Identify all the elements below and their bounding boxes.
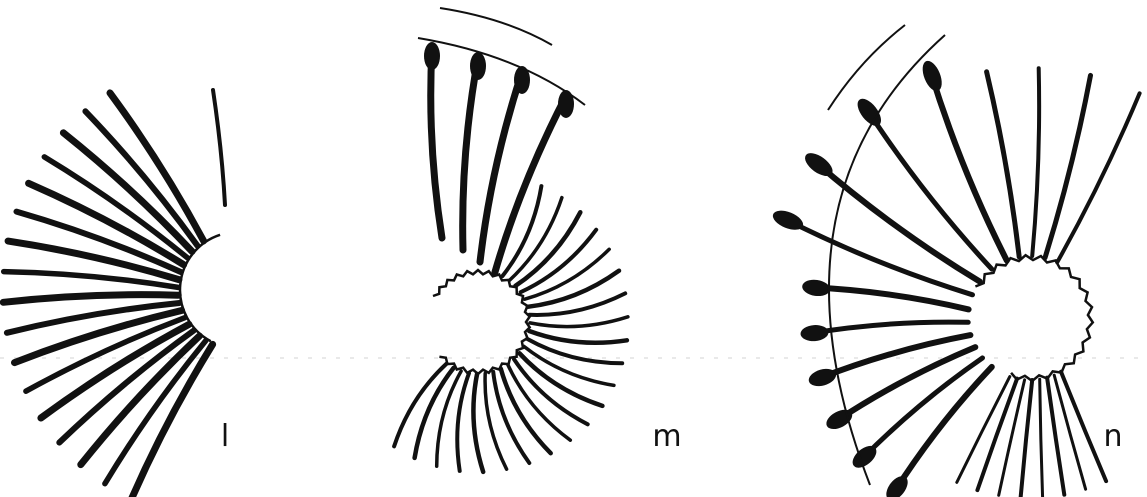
- rib-tubercle: [853, 95, 885, 130]
- rib-line: [415, 368, 454, 458]
- rib-tubercle: [919, 58, 946, 94]
- rib-tubercle: [470, 52, 486, 80]
- umbilical-margin: [975, 255, 1092, 381]
- rib-line: [1032, 68, 1039, 256]
- venter-outline: [828, 25, 905, 110]
- rib-line: [457, 373, 469, 471]
- rib-line: [1047, 378, 1064, 495]
- rib-line: [529, 331, 627, 343]
- panel-label-n: n: [1103, 419, 1122, 454]
- rib-line: [811, 322, 969, 333]
- rib-line: [530, 317, 628, 327]
- rib-tubercle: [807, 366, 838, 389]
- panel-label-m: m: [652, 419, 681, 454]
- panel-n: [770, 25, 1139, 497]
- rib-line: [3, 295, 178, 303]
- rib-line: [1040, 379, 1043, 497]
- rib-line: [508, 365, 571, 441]
- rib-line: [501, 369, 551, 454]
- rib-line: [431, 48, 442, 238]
- venter-outline: [440, 8, 552, 45]
- rib-line: [812, 287, 969, 309]
- rib-line: [1045, 75, 1091, 257]
- rib-line: [524, 346, 614, 385]
- rib-line: [1021, 380, 1033, 497]
- rib-line: [17, 212, 181, 272]
- rib-line: [463, 58, 478, 250]
- rib-tubercle: [424, 42, 440, 70]
- rib-line: [473, 374, 483, 472]
- rib-line: [816, 162, 980, 281]
- panel-m: [394, 8, 628, 472]
- rib-line: [213, 90, 225, 205]
- rib-tubercle: [800, 324, 829, 342]
- rib-line: [525, 249, 610, 299]
- rib-line: [521, 230, 597, 293]
- panel-l: [3, 90, 225, 497]
- panel-label-l: l: [221, 419, 229, 454]
- rib-tubercle: [801, 278, 831, 298]
- rib-line: [480, 72, 522, 262]
- rib-tubercle: [770, 207, 806, 234]
